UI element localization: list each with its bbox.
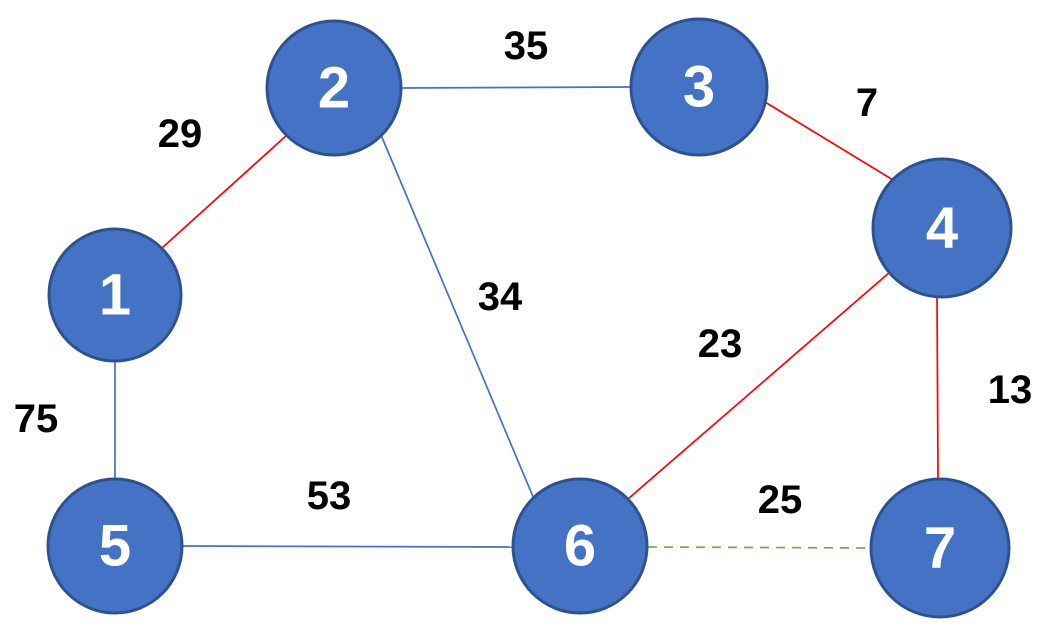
- edge-weight-1-5: 75: [14, 397, 59, 441]
- node-label-2: 2: [318, 56, 350, 121]
- node-label-3: 3: [683, 55, 715, 120]
- edge-2-3: [400, 86, 632, 89]
- edge-1-2: [161, 134, 288, 249]
- edge-5-6: [182, 545, 514, 548]
- edge-2-6: [380, 134, 535, 500]
- edge-weight-4-7: 13: [988, 368, 1033, 412]
- node-5: [46, 477, 184, 615]
- node-7: [869, 477, 1011, 619]
- node-1: [47, 227, 183, 363]
- edge-weight-2-3: 35: [504, 24, 549, 68]
- node-3: [629, 17, 769, 157]
- edge-4-7: [936, 292, 939, 481]
- edge-weight-4-6: 23: [698, 322, 743, 366]
- edge-3-4: [764, 101, 894, 181]
- edge-6-7: [647, 546, 872, 549]
- node-label-4: 4: [926, 196, 958, 261]
- edge-weight-5-6: 53: [307, 474, 352, 518]
- node-label-6: 6: [564, 514, 596, 579]
- edge-weight-2-6: 34: [478, 275, 523, 319]
- edge-4-6: [627, 271, 891, 500]
- node-2: [265, 19, 403, 157]
- node-label-7: 7: [924, 516, 956, 581]
- edge-weight-1-2: 29: [158, 112, 203, 156]
- node-label-5: 5: [99, 514, 131, 579]
- node-4: [871, 157, 1013, 299]
- edge-weight-6-7: 25: [758, 478, 803, 522]
- edge-weight-3-4: 7: [856, 81, 878, 125]
- node-label-1: 1: [99, 263, 131, 328]
- node-6: [511, 477, 649, 615]
